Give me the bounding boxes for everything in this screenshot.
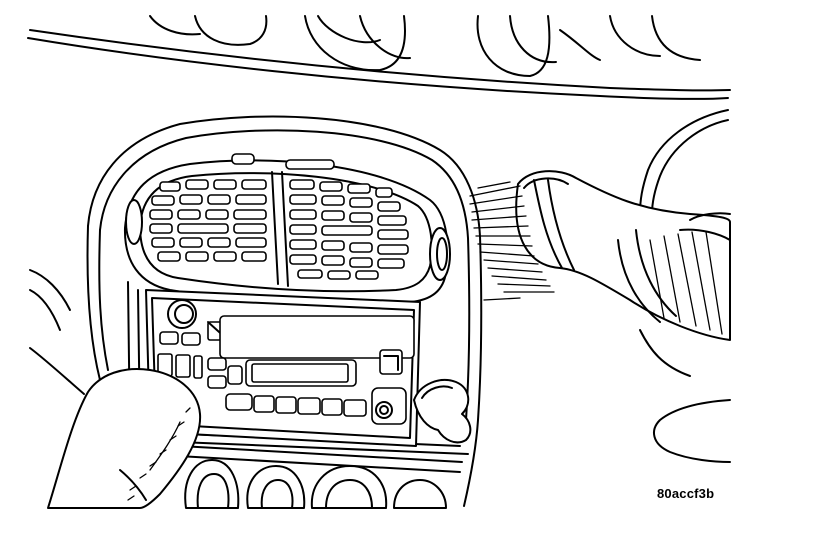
vacuum-nozzle bbox=[515, 170, 731, 341]
climate-controls bbox=[177, 445, 463, 509]
center-bezel bbox=[86, 115, 483, 507]
radio-unit bbox=[127, 281, 469, 455]
dashboard-top bbox=[27, 15, 731, 101]
figure-code: 80accf3b bbox=[657, 486, 715, 501]
nozzle-bristles bbox=[469, 181, 555, 301]
knob-attachment bbox=[413, 379, 472, 444]
vent-louvers bbox=[149, 179, 409, 280]
steering-column bbox=[639, 109, 731, 463]
air-vent bbox=[123, 153, 451, 306]
left-hand bbox=[29, 269, 202, 509]
